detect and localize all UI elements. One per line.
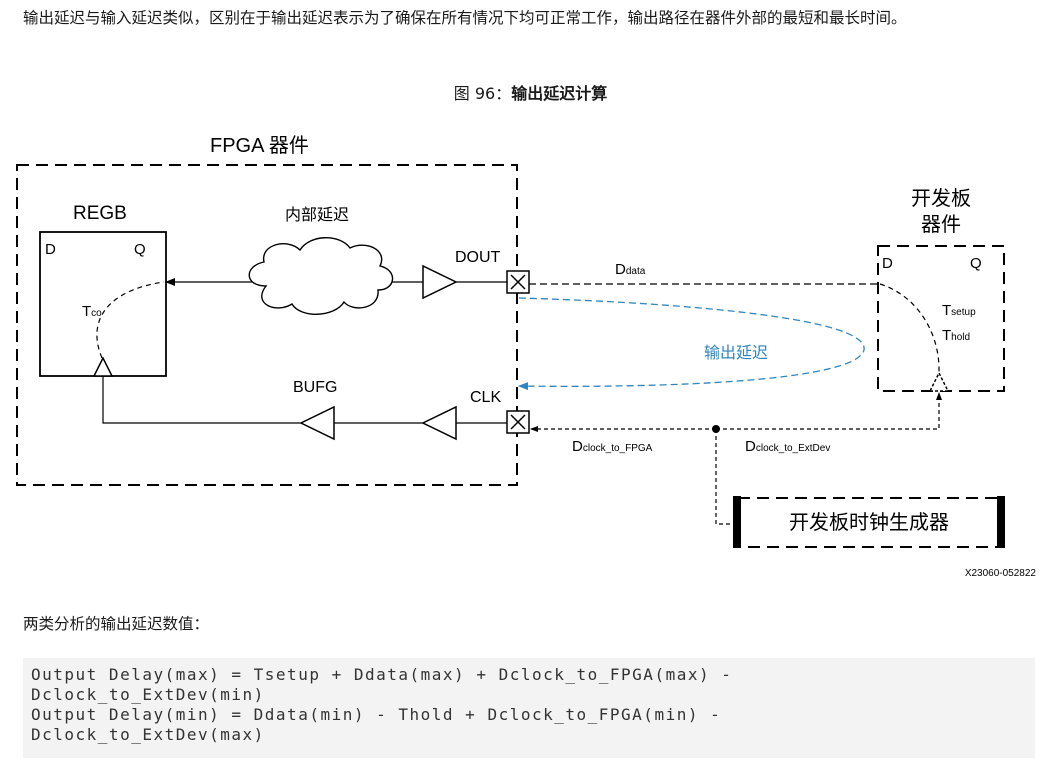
board-d-pin: D <box>882 255 893 272</box>
board-device-label-line2: 器件 <box>921 213 961 236</box>
fpga-device-label: FPGA 器件 <box>210 134 309 157</box>
dclock-to-extdev-label: Dclock_to_ExtDev <box>745 438 830 455</box>
analysis-text: 两类分析的输出延迟数值： <box>23 615 210 633</box>
internal-delay-label: 内部延迟 <box>285 206 349 224</box>
caption-prefix: 图 96： <box>453 84 512 103</box>
tco-label: Tco <box>82 303 102 320</box>
code-line: Dclock_to_ExtDev(max) <box>31 725 265 744</box>
code-block: Output Delay(max) = Tsetup + Ddata(max) … <box>23 658 1035 758</box>
thold-label: Thold <box>942 327 970 344</box>
output-delay-label: 输出延迟 <box>704 344 768 362</box>
tsetup-label: Tsetup <box>942 302 976 319</box>
intro-paragraph: 输出延迟与输入延迟类似，区别在于输出延迟表示为了确保在所有情况下均可正常工作，输… <box>23 9 907 27</box>
bufg-label: BUFG <box>293 379 337 396</box>
board-device-register <box>877 245 1005 392</box>
board-device-label-line1: 开发板 <box>911 187 971 210</box>
output-delay-arc <box>518 297 865 391</box>
ddata-label: Ddata <box>615 261 646 278</box>
clock-path-line <box>102 376 507 424</box>
dclock-to-extdev-line <box>716 392 942 430</box>
fpga-device-boundary <box>16 164 518 486</box>
clock-source-line <box>715 429 736 525</box>
board-clock-generator-label: 开发板时钟生成器 <box>789 511 949 534</box>
code-line: Output Delay(max) = Tsetup + Ddata(max) … <box>31 665 733 684</box>
code-line: Output Delay(min) = Ddata(min) - Thold +… <box>31 705 722 724</box>
internal-delay-cloud-icon <box>248 237 394 315</box>
dclock-to-fpga-label: Dclock_to_FPGA <box>572 438 653 455</box>
code-line: Dclock_to_ExtDev(min) <box>31 685 265 704</box>
setup-hold-arc <box>879 283 940 373</box>
board-clock-pin-icon <box>928 371 950 392</box>
clk-input-buffer-icon <box>421 405 457 441</box>
figure-id: X23060-052822 <box>965 568 1037 579</box>
board-q-pin: Q <box>970 255 982 272</box>
dout-label: DOUT <box>455 249 501 266</box>
dout-buffer-icon <box>422 264 458 300</box>
output-delay-diagram: FPGA 器件 REGB D Q Tco 内部延迟 DOUT Ddata BUF… <box>16 134 1037 579</box>
tco-arc <box>96 281 165 359</box>
bufg-icon <box>299 405 335 441</box>
caption-title: 输出延迟计算 <box>511 84 608 103</box>
regb-register <box>39 231 167 377</box>
regb-label: REGB <box>73 203 127 224</box>
regb-d-pin: D <box>45 241 56 258</box>
figure-caption: 图 96：输出延迟计算 <box>0 80 1061 104</box>
clk-label: CLK <box>470 389 501 406</box>
regb-q-pin: Q <box>134 241 146 258</box>
